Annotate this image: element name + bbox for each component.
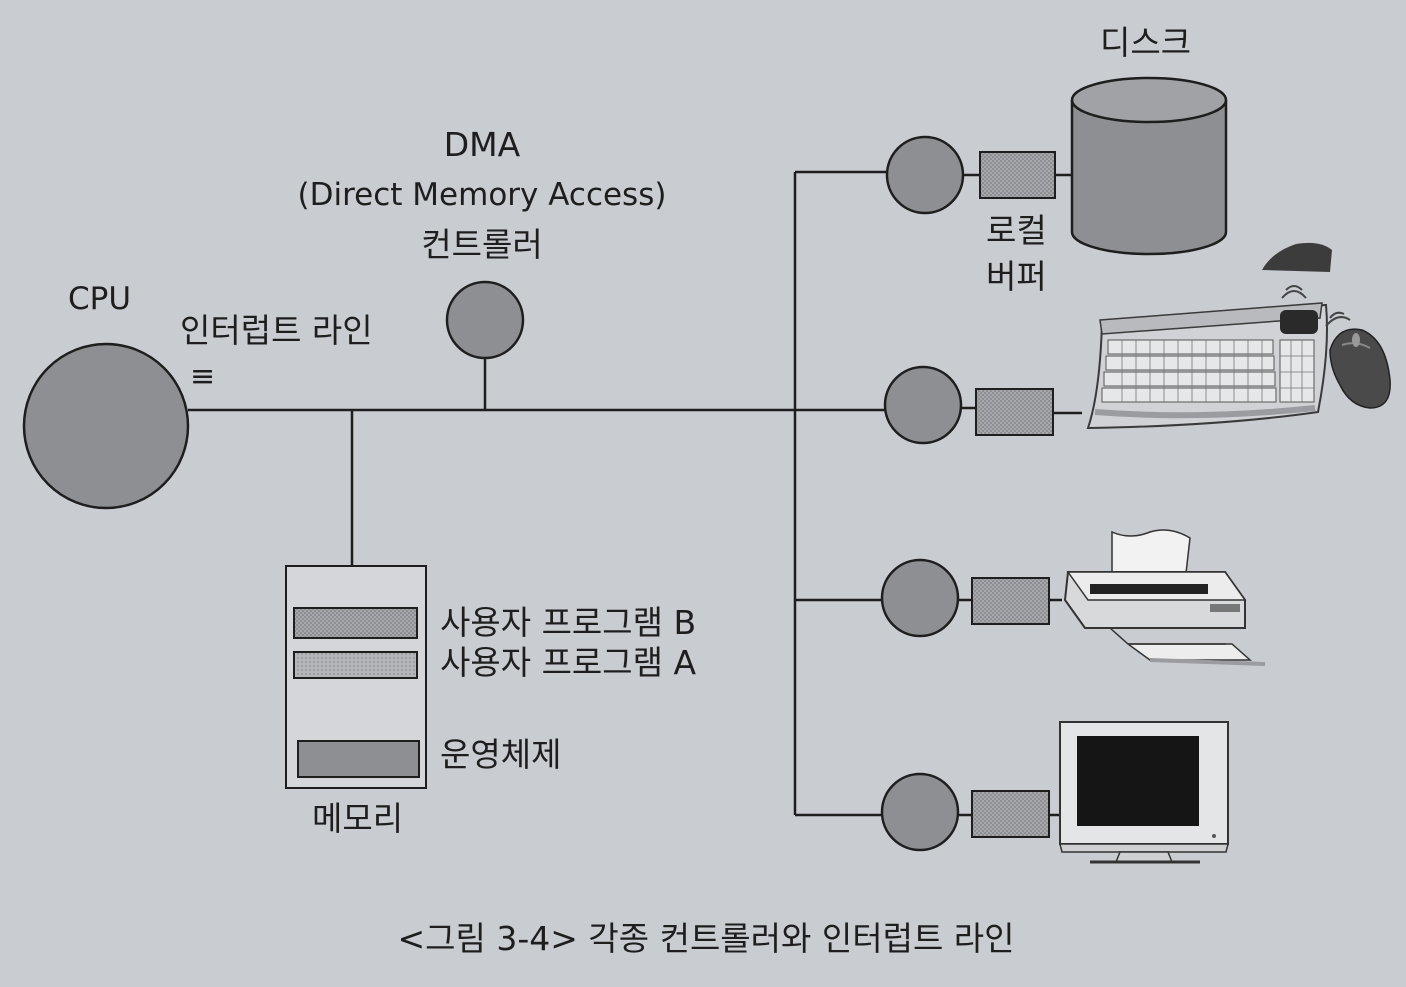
program-a-label: 사용자 프로그램 A xyxy=(440,643,697,682)
local-buffer-box xyxy=(979,151,1056,199)
controller-node xyxy=(885,135,965,215)
printer-controller xyxy=(880,558,1062,638)
figure-caption: <그림 3-4> 각종 컨트롤러와 인터럽트 라인 xyxy=(397,919,1015,958)
disk-controller xyxy=(885,135,1072,215)
monitor-controller xyxy=(880,772,1060,852)
disk-cylinder-icon xyxy=(1070,76,1228,256)
dma-controller-label: 컨트롤러 xyxy=(421,225,543,264)
wireless-receiver-icon xyxy=(1262,242,1351,327)
program-a-segment xyxy=(293,651,418,679)
program-b-label: 사용자 프로그램 B xyxy=(440,603,697,642)
interrupt-line-symbol: ≡ xyxy=(190,359,216,394)
controller-node xyxy=(880,558,960,638)
interrupt-line-label: 인터럽트 라인 xyxy=(180,311,373,350)
monitor-icon xyxy=(1059,721,1229,864)
controller-node xyxy=(880,772,960,852)
cpu-label: CPU xyxy=(68,281,132,317)
local-label: 로컬 xyxy=(986,211,1047,250)
buffer-label: 버퍼 xyxy=(986,257,1047,296)
disk-label: 디스크 xyxy=(1100,23,1192,62)
local-buffer-box xyxy=(971,577,1050,625)
memory-label: 메모리 xyxy=(312,799,404,838)
system-bus xyxy=(188,170,888,817)
keyboard-controller xyxy=(883,365,1082,445)
os-segment xyxy=(297,740,420,778)
dma-controller-node xyxy=(445,280,525,360)
program-b-segment xyxy=(293,607,418,639)
dma-full-name-label: (Direct Memory Access) xyxy=(297,177,667,213)
memory-block xyxy=(285,565,427,789)
local-buffer-box xyxy=(971,790,1050,838)
local-buffer-box xyxy=(975,388,1054,436)
mouse-icon xyxy=(1329,328,1391,409)
controller-node xyxy=(883,365,963,445)
cpu-node xyxy=(22,342,190,510)
printer-icon xyxy=(1063,529,1266,666)
dma-label: DMA xyxy=(443,125,521,164)
os-label: 운영체제 xyxy=(440,735,562,774)
keyboard-icon xyxy=(1086,302,1328,430)
